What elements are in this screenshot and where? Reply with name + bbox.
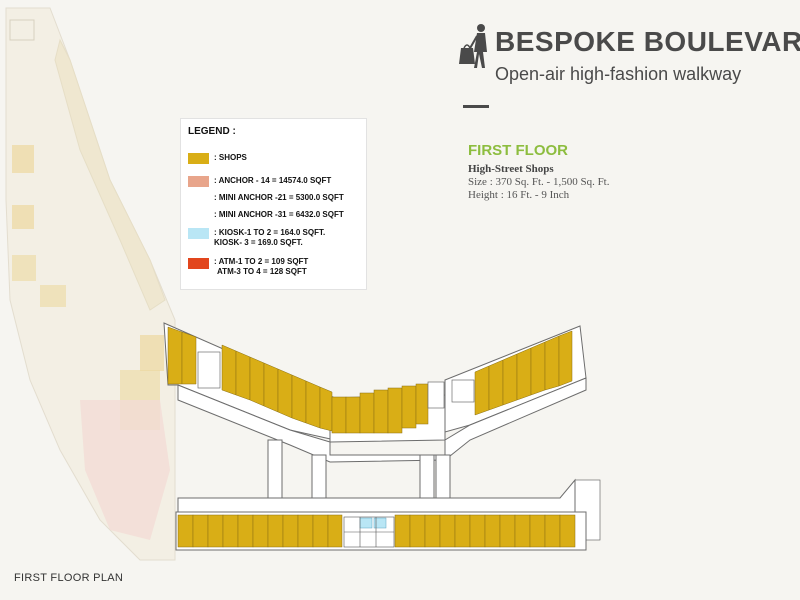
floor-info: FIRST FLOOR High-Street Shops Size : 370… [468,142,688,202]
shops-center-upper [331,383,429,434]
faded-left-wing [5,7,176,561]
legend-swatch [188,176,209,187]
floor-category: High-Street Shops [468,163,554,175]
legend-swatch [188,258,209,269]
brand-subtitle: Open-air high-fashion walkway [495,64,742,84]
shops-lower [177,514,576,548]
floor-height: Height : 16 Ft. - 9 Inch [468,189,570,201]
floor-title: FIRST FLOOR [468,142,568,159]
brand-block: BESPOKE BOULEVARD Open-air high-fashion … [455,22,800,122]
shopping-woman-icon [459,24,487,68]
shops-left-upper [167,326,333,432]
legend-swatch [188,153,209,164]
brand-title: BESPOKE BOULEVARD [495,26,800,57]
service-blocks [197,351,601,541]
shops-right-upper [474,330,573,416]
legend: LEGEND : : SHOPS : ANCHOR - 14 = 14574.0… [180,118,367,290]
legend-swatch [188,228,209,239]
center-service-core [343,516,395,548]
brand-divider [463,105,489,108]
kiosks [359,517,387,529]
floor-size: Size : 370 Sq. Ft. - 1,500 Sq. Ft. [468,176,610,188]
plan-label: FIRST FLOOR PLAN [14,572,124,584]
legend-title: LEGEND : [188,126,236,137]
